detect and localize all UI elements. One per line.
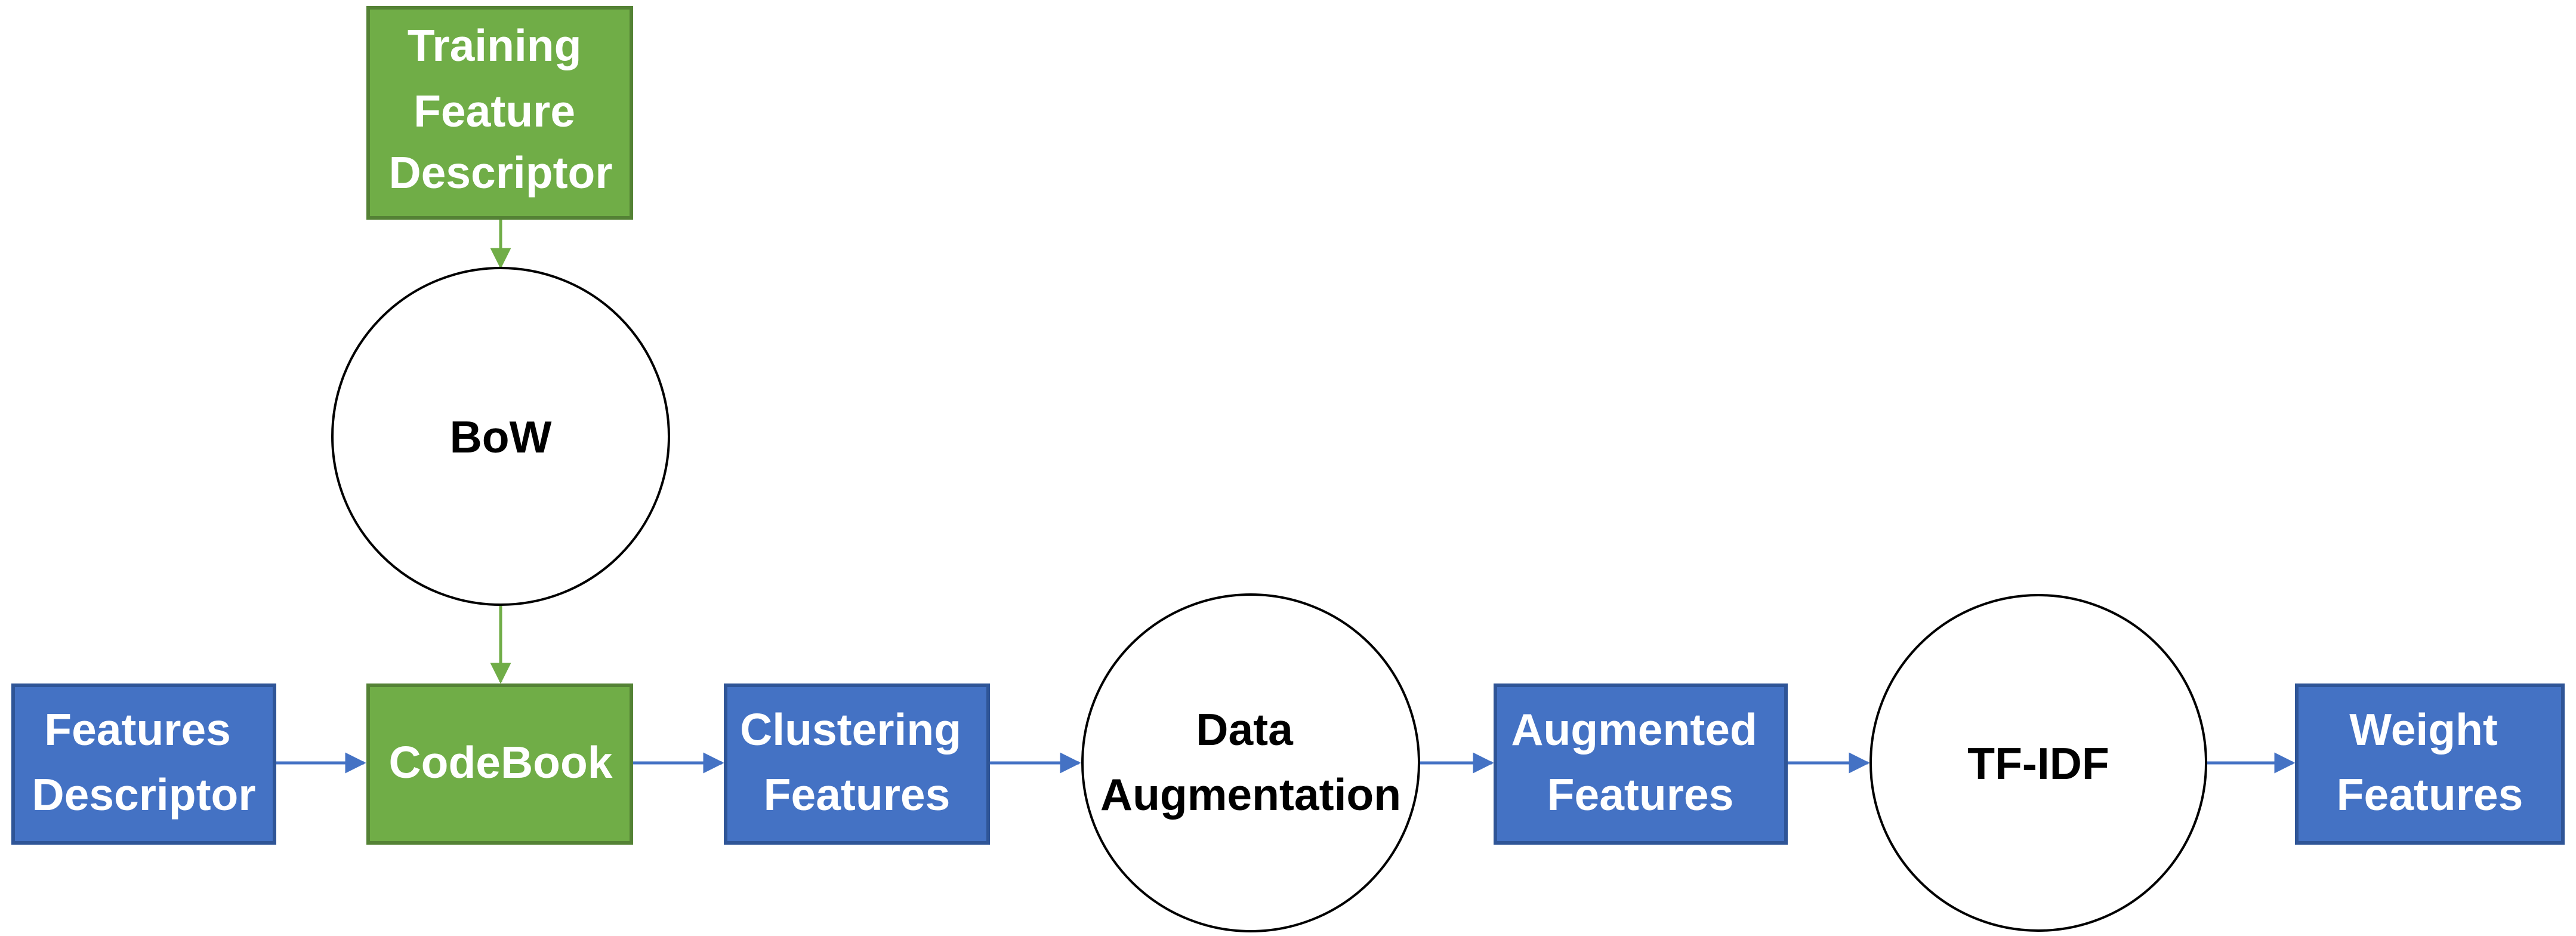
training-line-1: Training <box>408 20 582 70</box>
bow-label: BoW <box>450 412 552 462</box>
augmented-line-2: Features <box>1547 769 1734 820</box>
features-descriptor-line-2: Descriptor <box>32 769 255 820</box>
data-augmentation-node: Data Augmentation <box>1081 593 1420 932</box>
svg-text:Clustering Features: Clustering Features <box>740 704 974 820</box>
svg-text:Training Feature D: Training Feature Descriptor <box>388 20 612 198</box>
codebook-box: CodeBook <box>366 683 633 845</box>
augmented-line-1: Augmented <box>1511 704 1757 755</box>
data-augmentation-line-1: Data <box>1196 704 1294 755</box>
training-line-2: Feature <box>414 86 575 136</box>
data-augmentation-line-2: Augmentation <box>1100 769 1401 820</box>
bow-node: BoW <box>331 267 670 606</box>
weight-features-box: Weight Features <box>2295 683 2565 845</box>
training-feature-descriptor-box: Training Feature Descriptor <box>366 6 633 220</box>
weight-line-1: Weight <box>2349 704 2498 755</box>
clustering-features-box: Clustering Features <box>724 683 990 845</box>
svg-text:Features Descriptor: Features Descriptor <box>32 704 255 820</box>
codebook-label: CodeBook <box>389 737 613 787</box>
features-descriptor-box: Features Descriptor <box>11 683 276 845</box>
tfidf-node: TF-IDF <box>1869 594 2207 932</box>
training-line-3: Descriptor <box>388 147 612 198</box>
svg-text:Data Augmentation: Data Augmentation <box>1100 704 1401 820</box>
clustering-line-2: Features <box>764 769 951 820</box>
svg-text:Augmented Features: Augmented Features <box>1511 704 1769 820</box>
weight-line-2: Features <box>2337 769 2523 820</box>
tfidf-label: TF-IDF <box>1967 738 2109 789</box>
clustering-line-1: Clustering <box>740 704 961 755</box>
svg-text:Weight Features: Weight Features <box>2337 704 2523 820</box>
augmented-features-box: Augmented Features <box>1494 683 1788 845</box>
features-descriptor-line-1: Features <box>44 704 231 755</box>
